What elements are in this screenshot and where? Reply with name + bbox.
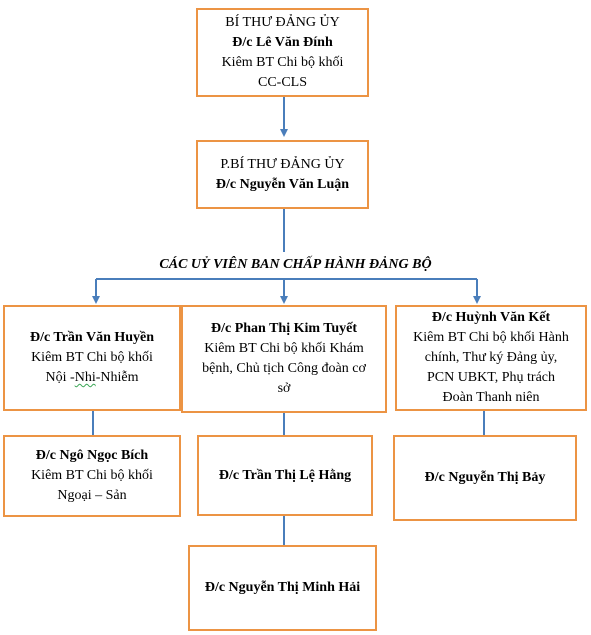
secretary-role-line2: CC-CLS	[257, 74, 307, 90]
secretary-box: BÍ THƯ ĐẢNG ỦY Đ/c Lê Văn Đính Kiêm BT C…	[196, 8, 369, 97]
secretary-title: BÍ THƯ ĐẢNG ỦY	[225, 14, 340, 30]
member-box-right: Đ/c Huỳnh Văn Kết Kiêm BT Chi bộ khối Hà…	[395, 305, 587, 411]
member-left-role-line2-c: -Nhiễm	[95, 370, 139, 385]
member-row2-left-role-line2: Ngoại – Sản	[57, 488, 127, 503]
member-row2-left-name: Đ/c Ngô Ngọc Bích	[35, 448, 149, 463]
member-left-role-line1: Kiêm BT Chi bộ khối	[31, 350, 153, 365]
member-box-row2-middle: Đ/c Trần Thị Lệ Hằng	[197, 435, 373, 516]
member-middle-role-line2: bệnh, Chủ tịch Công đoàn cơ	[202, 361, 366, 376]
member-middle-role-line1: Kiêm BT Chi bộ khối Khám	[204, 341, 364, 356]
member-right-role-line4: Đoàn Thanh niên	[442, 390, 540, 405]
member-left-role-line2-a: Nội -	[45, 370, 75, 385]
member-box-left: Đ/c Trần Văn Huyền Kiêm BT Chi bộ khối N…	[3, 305, 181, 411]
member-left-role-line2-b: Nhi	[74, 370, 96, 385]
member-row2-left-role-line1: Kiêm BT Chi bộ khối	[31, 468, 153, 483]
member-left-role-line2: Nội -Nhi-Nhiễm	[5, 368, 179, 388]
deputy-box: P.BÍ THƯ ĐẢNG ỦY Đ/c Nguyễn Văn Luận	[196, 140, 369, 209]
member-right-name: Đ/c Huỳnh Văn Kết	[431, 310, 551, 325]
member-row2-right-name: Đ/c Nguyễn Thị Bảy	[424, 470, 546, 485]
secretary-name: Đ/c Lê Văn Đính	[232, 34, 333, 50]
deputy-name: Đ/c Nguyễn Văn Luận	[215, 176, 350, 192]
member-box-row3-middle: Đ/c Nguyễn Thị Minh Hải	[188, 545, 377, 631]
member-left-name: Đ/c Trần Văn Huyền	[29, 330, 155, 345]
member-box-row2-left: Đ/c Ngô Ngọc Bích Kiêm BT Chi bộ khối Ng…	[3, 435, 181, 517]
member-box-middle: Đ/c Phan Thị Kim Tuyết Kiêm BT Chi bộ kh…	[181, 305, 387, 413]
member-middle-name: Đ/c Phan Thị Kim Tuyết	[210, 321, 357, 336]
member-right-role-line1: Kiêm BT Chi bộ khối Hành	[413, 330, 569, 345]
deputy-title: P.BÍ THƯ ĐẢNG ỦY	[220, 156, 345, 172]
member-middle-role-line3: sở	[277, 381, 291, 396]
member-box-row2-right: Đ/c Nguyễn Thị Bảy	[393, 435, 577, 521]
member-row2-middle-name: Đ/c Trần Thị Lệ Hằng	[218, 467, 352, 483]
member-right-role-line3: PCN UBKT, Phụ trách	[426, 370, 556, 385]
committee-heading: CÁC UỶ VIÊN BAN CHẤP HÀNH ĐẢNG BỘ	[159, 257, 432, 272]
secretary-role-line1: Kiêm BT Chi bộ khối	[221, 54, 344, 70]
member-row3-middle-name: Đ/c Nguyễn Thị Minh Hải	[204, 580, 361, 595]
member-right-role-line2: chính, Thư ký Đảng ủy,	[424, 350, 558, 365]
